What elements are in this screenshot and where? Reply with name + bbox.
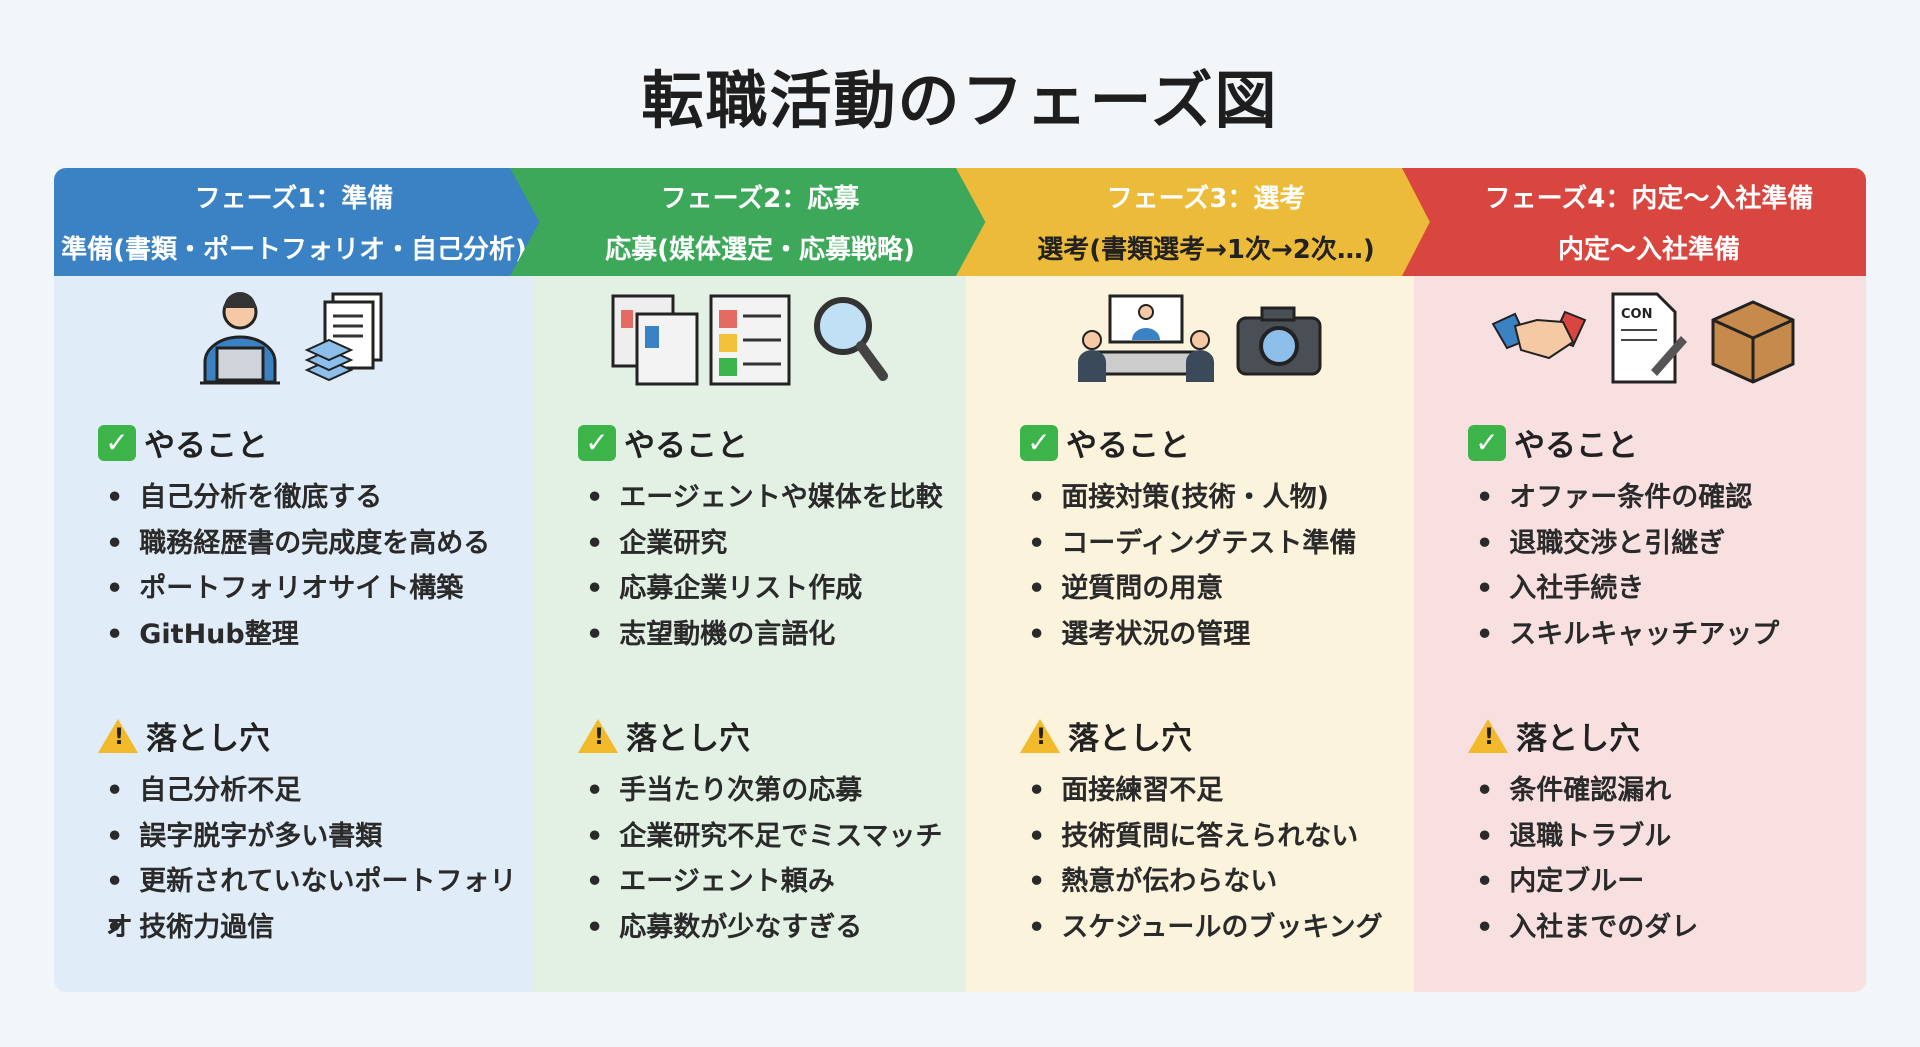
pitfall-list: 面接練習不足技術質問に答えられない熱意が伝わらないスケジュールのブッキング (1028, 768, 1424, 950)
phase-illustrations (976, 294, 1424, 390)
pitfall-list: 条件確認漏れ退職トラブル内定ブルー入社までのダレ (1476, 768, 1866, 950)
warning-icon: ! (578, 718, 618, 753)
svg-text:CON: CON (1621, 307, 1652, 322)
todo-item: 退職交渉と引継ぎ (1476, 521, 1866, 567)
check-icon: ✓ (1468, 424, 1506, 461)
phase-subtitle: 準備(書類・ポートフォリオ・自己分析) (61, 235, 527, 265)
page-title: 転職活動のフェーズ図 (641, 64, 1279, 137)
phase-name: フェーズ2：応募 (660, 184, 860, 214)
phase-4-content: CON ✓やることオファー条件の確認退職交渉と引継ぎ入社手続きスキルキャッチアップ… (1424, 292, 1866, 950)
todo-item: 自己分析を徹底する (106, 475, 534, 521)
warning-icon: ! (98, 718, 138, 753)
phase-subtitle: 応募(媒体選定・応募戦略) (605, 235, 915, 265)
box-icon (1705, 290, 1801, 390)
todo-item: 逆質問の用意 (1028, 566, 1424, 612)
phase-illustrations (534, 294, 966, 390)
phase-3-header: フェーズ3：選考選考(書類選考→1次→2次…) (956, 168, 1446, 276)
todo-item: エージェントや媒体を比較 (586, 475, 966, 521)
pitfall-list: 手当たり次第の応募企業研究不足でミスマッチエージェント頼み応募数が少なすぎる (586, 768, 966, 950)
interview-meeting-icon (1076, 290, 1216, 390)
pitfall-item: 退職トラブル (1476, 814, 1866, 860)
documents-icon (303, 290, 393, 390)
todo-list: エージェントや媒体を比較企業研究応募企業リスト作成志望動機の言語化 (586, 475, 966, 657)
check-icon: ✓ (98, 424, 136, 461)
handshake-icon (1489, 290, 1589, 390)
pitfall-item: 条件確認漏れ (1476, 768, 1866, 814)
pitfall-item: 更新されていないポートフォリオ (106, 859, 534, 943)
pitfall-item: エージェント頼み (586, 859, 966, 905)
pitfall-label: 落とし穴 (146, 721, 270, 757)
person-laptop-icon (195, 290, 285, 390)
phase-illustrations: CON (1424, 292, 1866, 390)
pitfall-heading: !落とし穴 (578, 713, 966, 758)
pitfall-item: 企業研究不足でミスマッチ (586, 814, 966, 860)
todo-item: 選考状況の管理 (1028, 612, 1424, 658)
pitfall-label: 落とし穴 (1516, 721, 1640, 757)
contract-icon: CON (1607, 290, 1687, 390)
pitfall-item: 応募数が少なすぎる (586, 905, 966, 951)
phase-subtitle: 選考(書類選考→1次→2次…) (1037, 235, 1375, 265)
todo-label: やること (624, 428, 748, 464)
todo-heading: ✓やること (1468, 420, 1866, 465)
phase-3-content: ✓やること面接対策(技術・人物)コーディングテスト準備逆質問の用意選考状況の管理… (976, 294, 1424, 950)
todo-label: やること (1514, 428, 1638, 464)
pitfall-item: 技術力過信 (106, 905, 534, 951)
phase-1-content: ✓やること自己分析を徹底する職務経歴書の完成度を高めるポートフォリオサイト構築G… (54, 292, 534, 950)
warning-icon: ! (1020, 718, 1060, 753)
todo-heading: ✓やること (578, 420, 966, 465)
phase-name: フェーズ4：内定～入社準備 (1484, 184, 1814, 214)
todo-heading: ✓やること (1020, 420, 1424, 465)
todo-item: 入社手続き (1476, 566, 1866, 612)
todo-item: 職務経歴書の完成度を高める (106, 521, 534, 567)
phase-2-header: フェーズ2：応募応募(媒体選定・応募戦略) (510, 168, 1000, 276)
pitfall-item: 誤字脱字が多い書類 (106, 814, 534, 860)
phase-illustrations (54, 292, 534, 390)
todo-item: 企業研究 (586, 521, 966, 567)
pitfall-item: 熱意が伝わらない (1028, 859, 1424, 905)
todo-label: やること (144, 428, 268, 464)
todo-list: 自己分析を徹底する職務経歴書の完成度を高めるポートフォリオサイト構築GitHub… (106, 475, 534, 657)
camera-icon (1234, 290, 1324, 390)
todo-item: スキルキャッチアップ (1476, 612, 1866, 658)
phase-4-header: フェーズ4：内定～入社準備内定～入社準備 (1402, 168, 1866, 276)
pitfall-item: 手当たり次第の応募 (586, 768, 966, 814)
warning-icon: ! (1468, 718, 1508, 753)
pitfall-list: 自己分析不足誤字脱字が多い書類更新されていないポートフォリオ技術力過信 (106, 768, 534, 950)
todo-item: 志望動機の言語化 (586, 612, 966, 658)
pitfall-item: スケジュールのブッキング (1028, 905, 1424, 951)
phase-name: フェーズ3：選考 (1106, 184, 1306, 214)
pitfall-heading: !落とし穴 (1020, 713, 1424, 758)
pitfall-label: 落とし穴 (1068, 721, 1192, 757)
todo-label: やること (1066, 428, 1190, 464)
check-icon: ✓ (1020, 424, 1058, 461)
pitfall-item: 入社までのダレ (1476, 905, 1866, 951)
todo-list: オファー条件の確認退職交渉と引継ぎ入社手続きスキルキャッチアップ (1476, 475, 1866, 657)
pitfall-item: 内定ブルー (1476, 859, 1866, 905)
todo-item: オファー条件の確認 (1476, 475, 1866, 521)
pitfall-heading: !落とし穴 (98, 713, 534, 758)
phase-1-header: フェーズ1：準備準備(書類・ポートフォリオ・自己分析) (54, 168, 554, 276)
pitfall-item: 面接練習不足 (1028, 768, 1424, 814)
todo-item: GitHub整理 (106, 612, 534, 658)
todo-item: 応募企業リスト作成 (586, 566, 966, 612)
todo-item: ポートフォリオサイト構築 (106, 566, 534, 612)
todo-item: 面接対策(技術・人物) (1028, 475, 1424, 521)
pitfall-heading: !落とし穴 (1468, 713, 1866, 758)
pitfall-item: 自己分析不足 (106, 768, 534, 814)
web-pages-icon (611, 290, 791, 390)
todo-item: コーディングテスト準備 (1028, 521, 1424, 567)
phase-2-content: ✓やることエージェントや媒体を比較企業研究応募企業リスト作成志望動機の言語化!落… (534, 294, 966, 950)
phase-subtitle: 内定～入社準備 (1557, 235, 1740, 265)
magnifier-icon (809, 290, 889, 390)
pitfall-item: 技術質問に答えられない (1028, 814, 1424, 860)
todo-heading: ✓やること (98, 420, 534, 465)
pitfall-label: 落とし穴 (626, 721, 750, 757)
todo-list: 面接対策(技術・人物)コーディングテスト準備逆質問の用意選考状況の管理 (1028, 475, 1424, 657)
phase-name: フェーズ1：準備 (194, 184, 394, 214)
check-icon: ✓ (578, 424, 616, 461)
